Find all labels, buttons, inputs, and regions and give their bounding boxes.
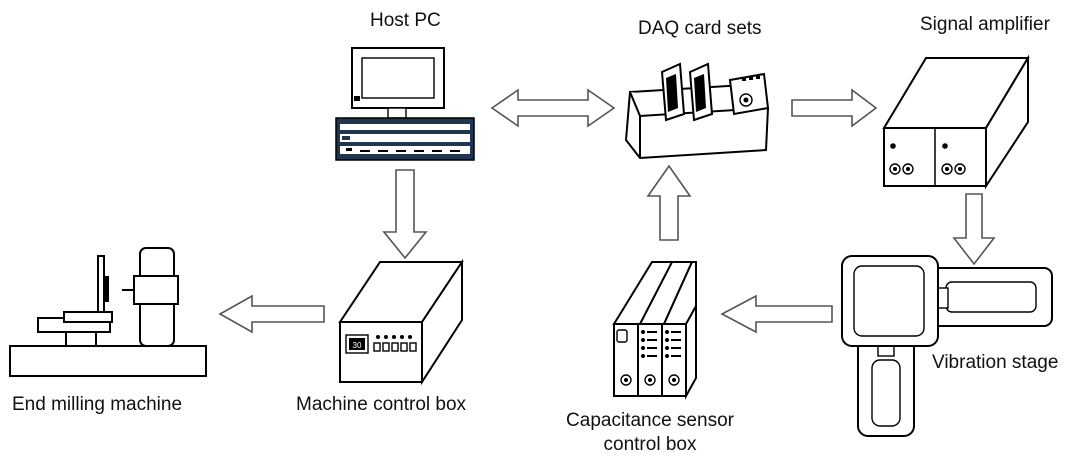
label-vibration-stage: Vibration stage <box>932 352 1059 373</box>
daq-card-sets-icon <box>624 62 770 160</box>
label-end-milling-machine: End milling machine <box>12 394 183 415</box>
arrow-amplifier-vibration <box>952 193 996 266</box>
label-host-pc: Host PC <box>370 10 441 31</box>
arrow-capacitance-daq <box>646 164 692 241</box>
capacitance-sensor-box-icon <box>612 261 697 400</box>
label-capacitance-line1: Capacitance sensor <box>566 410 734 431</box>
vibration-stage-icon <box>841 255 1053 437</box>
arrow-daq-amplifier <box>791 88 878 128</box>
arrow-pc-daq <box>490 88 616 128</box>
arrow-pc-machine <box>382 169 428 260</box>
label-capacitance-line2: control box <box>603 434 697 455</box>
host-pc-icon <box>335 47 475 161</box>
signal-amplifier-icon <box>882 54 1030 190</box>
label-daq-card-sets: DAQ card sets <box>638 18 762 39</box>
end-milling-machine-icon <box>9 247 207 377</box>
label-signal-amplifier: Signal amplifier <box>920 14 1050 35</box>
machine-box-display: 30 <box>353 341 362 350</box>
arrow-vibration-capacitance <box>720 294 833 334</box>
machine-control-box-icon: 30 <box>338 258 464 386</box>
arrow-machine-milling <box>218 294 325 334</box>
label-machine-control-box: Machine control box <box>296 394 467 415</box>
